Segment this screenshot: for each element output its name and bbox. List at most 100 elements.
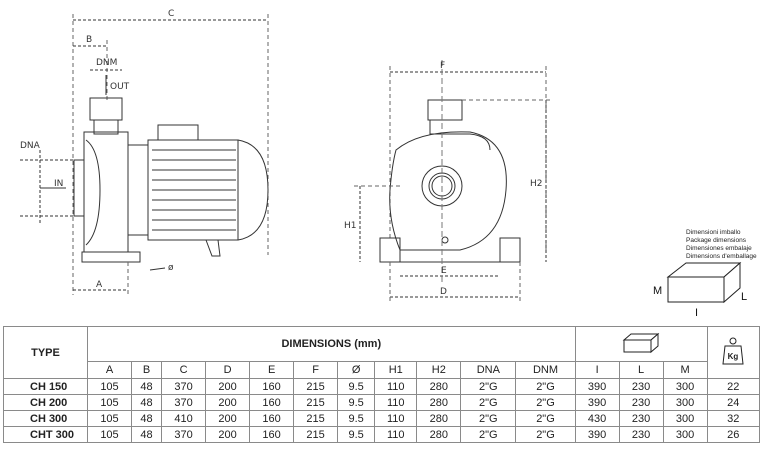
- cell: 24: [706, 394, 761, 411]
- technical-drawing: C B DNM OUT DNA IN A ø F H1 H2: [20, 9, 757, 319]
- col-b: B: [130, 361, 163, 379]
- cell: 200: [205, 426, 251, 443]
- cell: 2"G: [460, 426, 517, 443]
- label-d: D: [440, 287, 447, 297]
- label-b: B: [86, 35, 92, 45]
- cell: 430: [574, 410, 620, 427]
- col-i: I: [574, 361, 620, 379]
- label-a: A: [96, 280, 103, 290]
- cell: 160: [249, 426, 295, 443]
- cell: 215: [293, 410, 339, 427]
- col-h1: H1: [374, 361, 418, 379]
- cell: 32: [706, 410, 761, 427]
- cell: 9.5: [337, 426, 376, 443]
- row-type: CH 200: [3, 394, 88, 411]
- package-dimensions: Dimensioni imballo Package dimensions Di…: [653, 229, 757, 319]
- weight-icon: Kg: [722, 337, 744, 365]
- cell: 230: [618, 410, 664, 427]
- cell: 2"G: [460, 378, 517, 395]
- cell: 280: [416, 378, 462, 395]
- cell: 160: [249, 394, 295, 411]
- col-h2: H2: [416, 361, 462, 379]
- package-line-1: Dimensioni imballo: [686, 229, 741, 236]
- cell: 105: [87, 378, 132, 395]
- col-a: A: [87, 361, 132, 379]
- cell: 300: [662, 410, 708, 427]
- dimensions-table: TYPE DIMENSIONS (mm) Kg A B C D E F Ø H1…: [3, 325, 761, 443]
- label-h1: H1: [344, 221, 357, 231]
- label-dnm: DNM: [96, 58, 117, 68]
- table-row: CHT 300 105 48 370 200 160 215 9.5 110 2…: [3, 426, 761, 443]
- label-out: OUT: [110, 82, 130, 92]
- cell: 280: [416, 426, 462, 443]
- cell: 9.5: [337, 394, 376, 411]
- cell: 280: [416, 394, 462, 411]
- package-label-l: L: [741, 291, 747, 303]
- col-d: D: [205, 361, 251, 379]
- cell: 48: [130, 410, 163, 427]
- package-line-3: Dimensiones embalaje: [686, 245, 752, 252]
- col-e: E: [249, 361, 295, 379]
- cell: 390: [574, 378, 620, 395]
- package-label-i: I: [695, 307, 698, 319]
- cell: 2"G: [460, 410, 517, 427]
- col-c: C: [161, 361, 207, 379]
- cell: 48: [130, 378, 163, 395]
- table-row: CH 300 105 48 410 200 160 215 9.5 110 28…: [3, 410, 761, 427]
- cell: 2"G: [515, 410, 576, 427]
- cell: 160: [249, 378, 295, 395]
- package-box-icon: [622, 332, 660, 353]
- cell: 215: [293, 378, 339, 395]
- col-dna: DNA: [460, 361, 517, 379]
- cell: 26: [706, 426, 761, 443]
- cell: 2"G: [515, 426, 576, 443]
- cell: 48: [130, 394, 163, 411]
- cell: 300: [662, 394, 708, 411]
- label-phi: ø: [168, 263, 174, 273]
- cell: 300: [662, 378, 708, 395]
- col-phi: Ø: [337, 361, 376, 379]
- cell: 105: [87, 410, 132, 427]
- row-type: CH 300: [3, 410, 88, 427]
- cell: 200: [205, 378, 251, 395]
- type-header: TYPE: [3, 326, 88, 379]
- cell: 300: [662, 426, 708, 443]
- cell: 215: [293, 426, 339, 443]
- cell: 160: [249, 410, 295, 427]
- package-line-4: Dimensions d'emballage: [686, 253, 757, 260]
- cell: 370: [161, 394, 207, 411]
- cell: 370: [161, 426, 207, 443]
- box-icon: [666, 261, 742, 304]
- col-dnm: DNM: [515, 361, 576, 379]
- table-row: CH 200 105 48 370 200 160 215 9.5 110 28…: [3, 394, 761, 411]
- package-label-m: M: [653, 285, 662, 297]
- row-type: CH 150: [3, 378, 88, 395]
- cell: 9.5: [337, 378, 376, 395]
- cell: 22: [706, 378, 761, 395]
- row-type: CHT 300: [3, 426, 88, 443]
- cell: 200: [205, 410, 251, 427]
- col-l: L: [618, 361, 664, 379]
- label-f: F: [440, 61, 445, 71]
- cell: 105: [87, 394, 132, 411]
- cell: 280: [416, 410, 462, 427]
- weight-header: Kg: [706, 326, 761, 379]
- cell: 230: [618, 394, 664, 411]
- cell: 2"G: [460, 394, 517, 411]
- label-c: C: [168, 9, 174, 19]
- cell: 110: [374, 378, 418, 395]
- cell: 390: [574, 394, 620, 411]
- col-m: M: [662, 361, 708, 379]
- label-dna: DNA: [20, 141, 41, 151]
- cell: 230: [618, 426, 664, 443]
- weight-icon-label: Kg: [728, 352, 739, 361]
- package-header: [574, 325, 708, 363]
- cell: 200: [205, 394, 251, 411]
- cell: 105: [87, 426, 132, 443]
- front-view: [354, 60, 552, 302]
- column-header-row: A B C D E F Ø H1 H2 DNA DNM I L M: [4, 361, 760, 379]
- col-f: F: [293, 361, 339, 379]
- cell: 390: [574, 426, 620, 443]
- label-h2: H2: [530, 179, 543, 189]
- cell: 110: [374, 394, 418, 411]
